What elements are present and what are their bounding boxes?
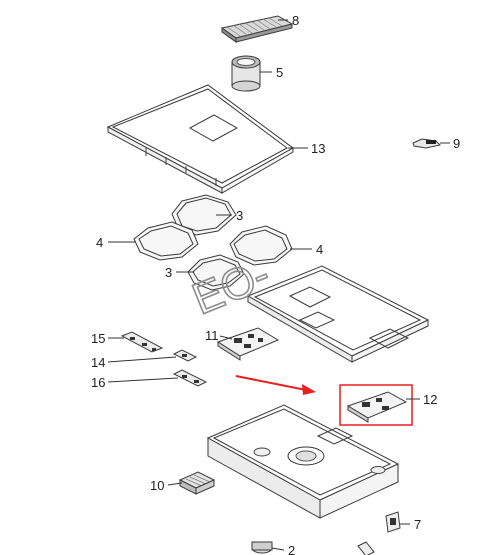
part-7-clip [385, 511, 401, 533]
part-8-filter-grille [220, 15, 294, 43]
part-16-board [172, 369, 208, 387]
part-4-coil-left [133, 221, 199, 261]
coil-support-tray [246, 265, 430, 363]
label-part-16: 16 [91, 375, 105, 390]
part-12-power-board [346, 391, 408, 423]
part-3-coil-upper [171, 194, 237, 236]
label-part-10: 10 [150, 478, 164, 493]
label-part-2: 2 [288, 543, 295, 555]
label-part-4-b: 4 [316, 242, 323, 257]
label-part-3-a: 3 [236, 208, 243, 223]
label-part-15: 15 [91, 331, 105, 346]
label-part-7: 7 [414, 517, 421, 532]
highlight-arrow [235, 375, 316, 395]
part-15-board [120, 331, 164, 353]
label-part-13: 13 [311, 141, 325, 156]
bottom-housing [206, 404, 400, 519]
part-13-glass-top [106, 84, 294, 194]
label-part-8: 8 [292, 13, 299, 28]
label-part-3-b: 3 [165, 265, 172, 280]
part-14-board [172, 349, 198, 362]
part-3-coil-lower [187, 254, 245, 291]
part-12-highlight-box [339, 384, 413, 426]
label-part-14: 14 [91, 355, 105, 370]
label-part-12: 12 [423, 392, 437, 407]
label-part-4-a: 4 [96, 235, 103, 250]
part-2-connector [251, 541, 273, 554]
part-5-cylinder-filter [231, 55, 261, 92]
part-11-control-board [216, 327, 280, 361]
label-part-5: 5 [276, 65, 283, 80]
label-part-9: 9 [453, 136, 460, 151]
partial-bottom-part [357, 541, 375, 555]
part-4-coil-right [229, 225, 293, 266]
leader-lines [107, 19, 450, 551]
part-9-bracket [412, 138, 442, 149]
part-10-fan [178, 471, 216, 495]
label-part-11: 11 [205, 328, 219, 343]
part-labels: 8 5 13 9 3 4 4 3 15 11 14 16 12 10 7 2 [91, 13, 460, 555]
